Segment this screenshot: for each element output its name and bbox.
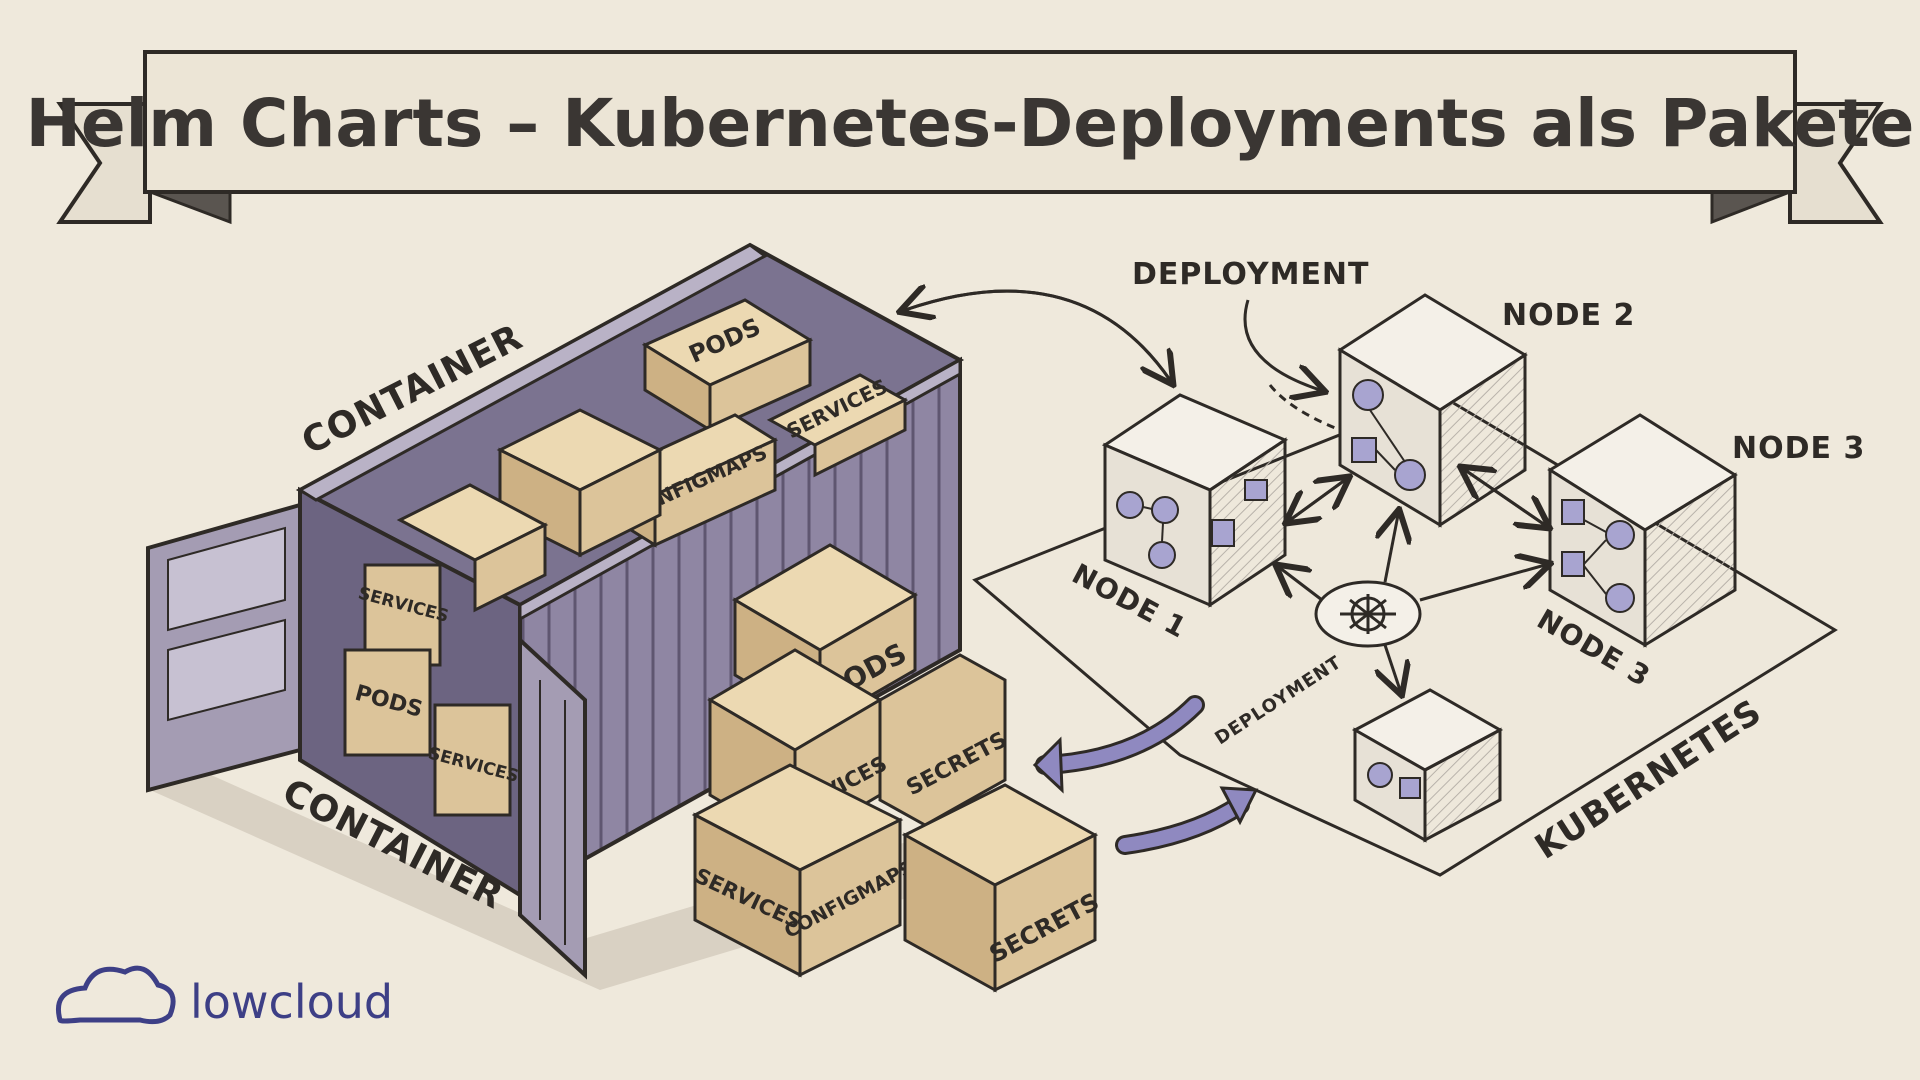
cloud-icon	[56, 965, 176, 1025]
flow-arrows	[1032, 695, 1259, 855]
page-title: Helm Charts – Kubernetes-Deployments als…	[26, 85, 1915, 162]
hub-arrows	[905, 291, 1545, 690]
container-box-pods-inside: PODS	[343, 648, 432, 757]
storage-box	[1351, 688, 1504, 843]
lowcloud-logo: lowcloud	[56, 965, 393, 1029]
container-box-services-top: SERVICES	[766, 373, 909, 478]
node-2-cube	[1337, 293, 1528, 528]
node-3-cube	[1547, 413, 1738, 648]
container-box-services-inside: SERVICES	[356, 563, 451, 667]
title-banner: Helm Charts – Kubernetes-Deployments als…	[26, 50, 1915, 225]
stack-box-secrets-bottom: SECRETS	[901, 783, 1104, 993]
container-box-services-inside-low: SERVICES	[426, 703, 521, 817]
label-deployment-top: DEPLOYMENT	[1132, 257, 1370, 292]
label-node-3-top: NODE 3	[1732, 431, 1865, 466]
container-box-pods: PODS	[641, 298, 814, 433]
container-box-plain-1	[496, 408, 664, 558]
node-1-cube	[1101, 393, 1289, 608]
label-node-2: NODE 2	[1502, 298, 1635, 333]
container-box-plain-2	[396, 483, 549, 613]
helm-wheel-icon	[1314, 580, 1422, 648]
stack-box-services-bottom: SERVICES CONFIGMAPS	[691, 763, 917, 978]
logo-text: lowcloud	[190, 975, 393, 1029]
